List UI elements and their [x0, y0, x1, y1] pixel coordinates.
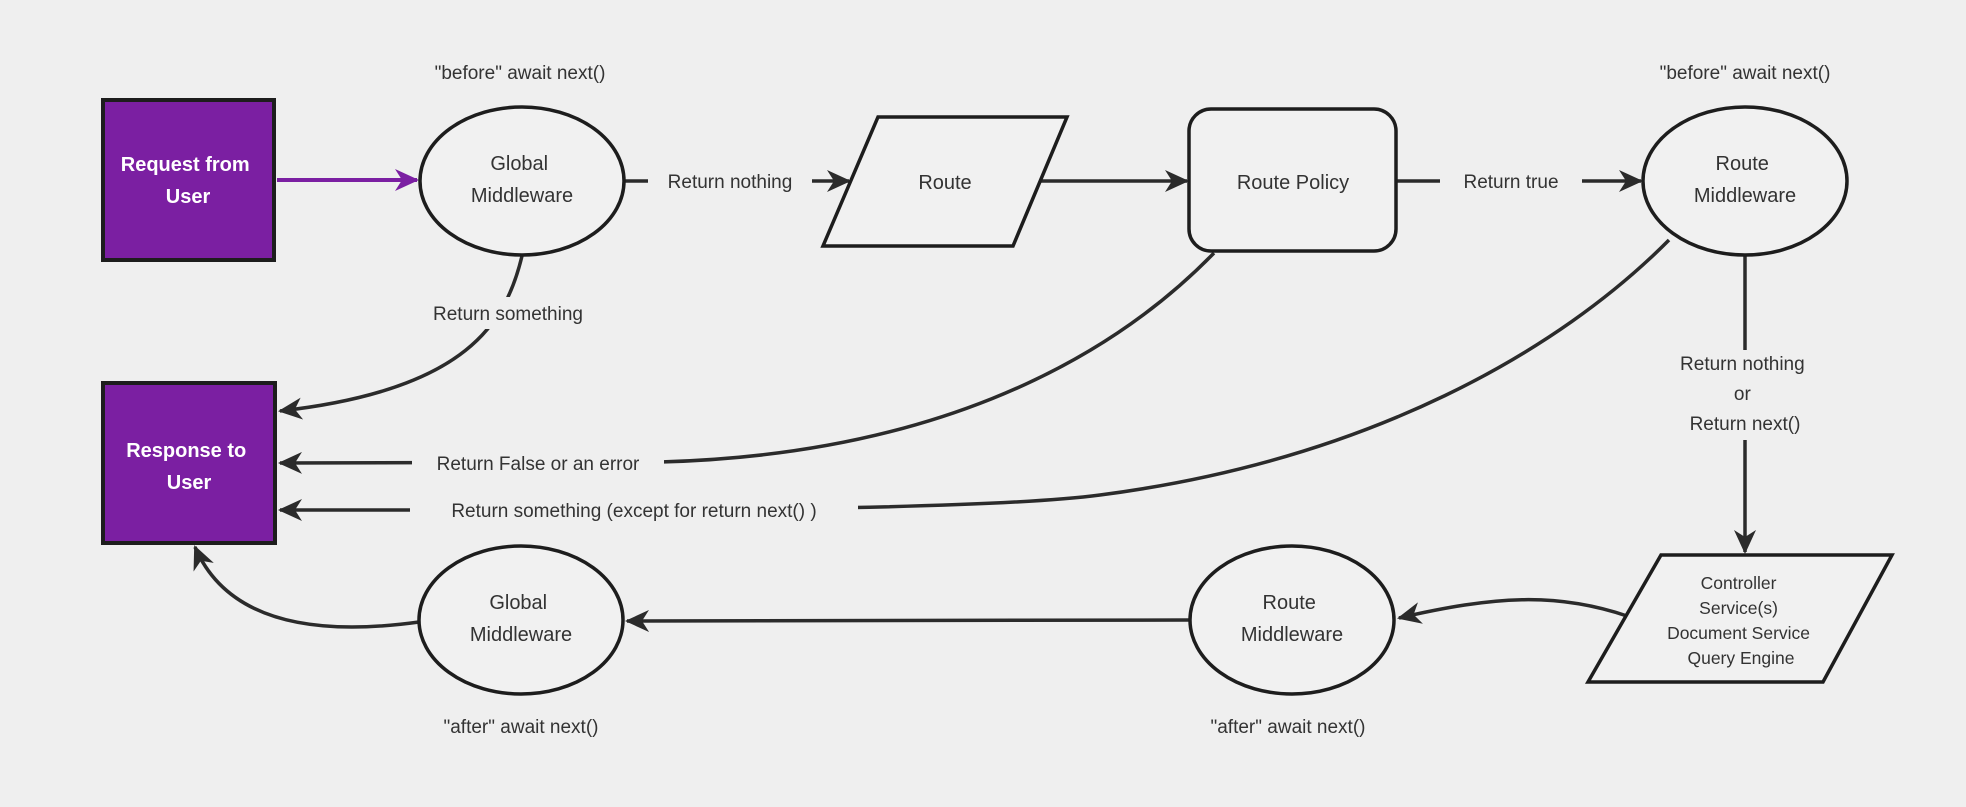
return-false-label-bg	[412, 447, 664, 479]
route-policy-label: Route Policy	[1237, 172, 1349, 194]
return-nothing-label-bg	[648, 165, 812, 197]
controller-services-parallelogram	[1584, 553, 1895, 684]
return-nothing-label: Return nothing	[668, 172, 793, 193]
edge-route-middleware-after-to-global-middleware-after	[625, 609, 1191, 632]
global-middleware-after-label: Global Middleware	[470, 592, 572, 646]
return-nothing-or-next-label-bg	[1652, 350, 1838, 440]
return-something-label: Return something	[433, 304, 583, 325]
return-something-label-bg	[412, 297, 604, 329]
edge-route-policy-return-false	[278, 251, 1216, 474]
request-from-user-box	[101, 98, 276, 262]
edge-controller-to-route-middleware-after	[1397, 597, 1628, 624]
route-middleware-before-ellipse	[1641, 105, 1849, 257]
route-label: Route	[918, 172, 971, 194]
controller-services-label: Controller Service(s) Document Service Q…	[1667, 573, 1815, 668]
request-from-user-label: Request from User	[121, 154, 255, 208]
route-policy-box	[1187, 107, 1398, 253]
route-middleware-after-label: Route Middleware	[1241, 592, 1343, 646]
after-await-next-route-label: "after" await next()	[1211, 717, 1366, 738]
route-parallelogram	[820, 115, 1070, 248]
return-true-label-bg	[1440, 165, 1582, 197]
route-middleware-after-ellipse	[1188, 544, 1396, 696]
response-to-user-label: Response to User	[126, 440, 252, 494]
return-true-label: Return true	[1463, 172, 1558, 193]
edge-global-middleware-return-something	[278, 255, 524, 420]
response-to-user-box	[101, 381, 277, 545]
before-await-next-global-label: "before" await next()	[435, 63, 606, 84]
global-middleware-before-label: Global Middleware	[471, 153, 573, 207]
return-false-or-error-label: Return False or an error	[437, 454, 640, 475]
return-something-except-label: Return something (except for return next…	[451, 501, 816, 522]
global-middleware-after-ellipse	[417, 544, 625, 696]
after-await-next-global-label: "after" await next()	[444, 717, 599, 738]
return-nothing-or-next-label: Return nothing or Return next()	[1680, 354, 1810, 435]
edge-global-middleware-after-to-response	[193, 545, 420, 629]
route-middleware-before-label: Route Middleware	[1694, 153, 1796, 207]
return-something-except-label-bg	[410, 494, 858, 526]
before-await-next-route-label: "before" await next()	[1660, 63, 1831, 84]
global-middleware-before-ellipse	[418, 105, 626, 257]
